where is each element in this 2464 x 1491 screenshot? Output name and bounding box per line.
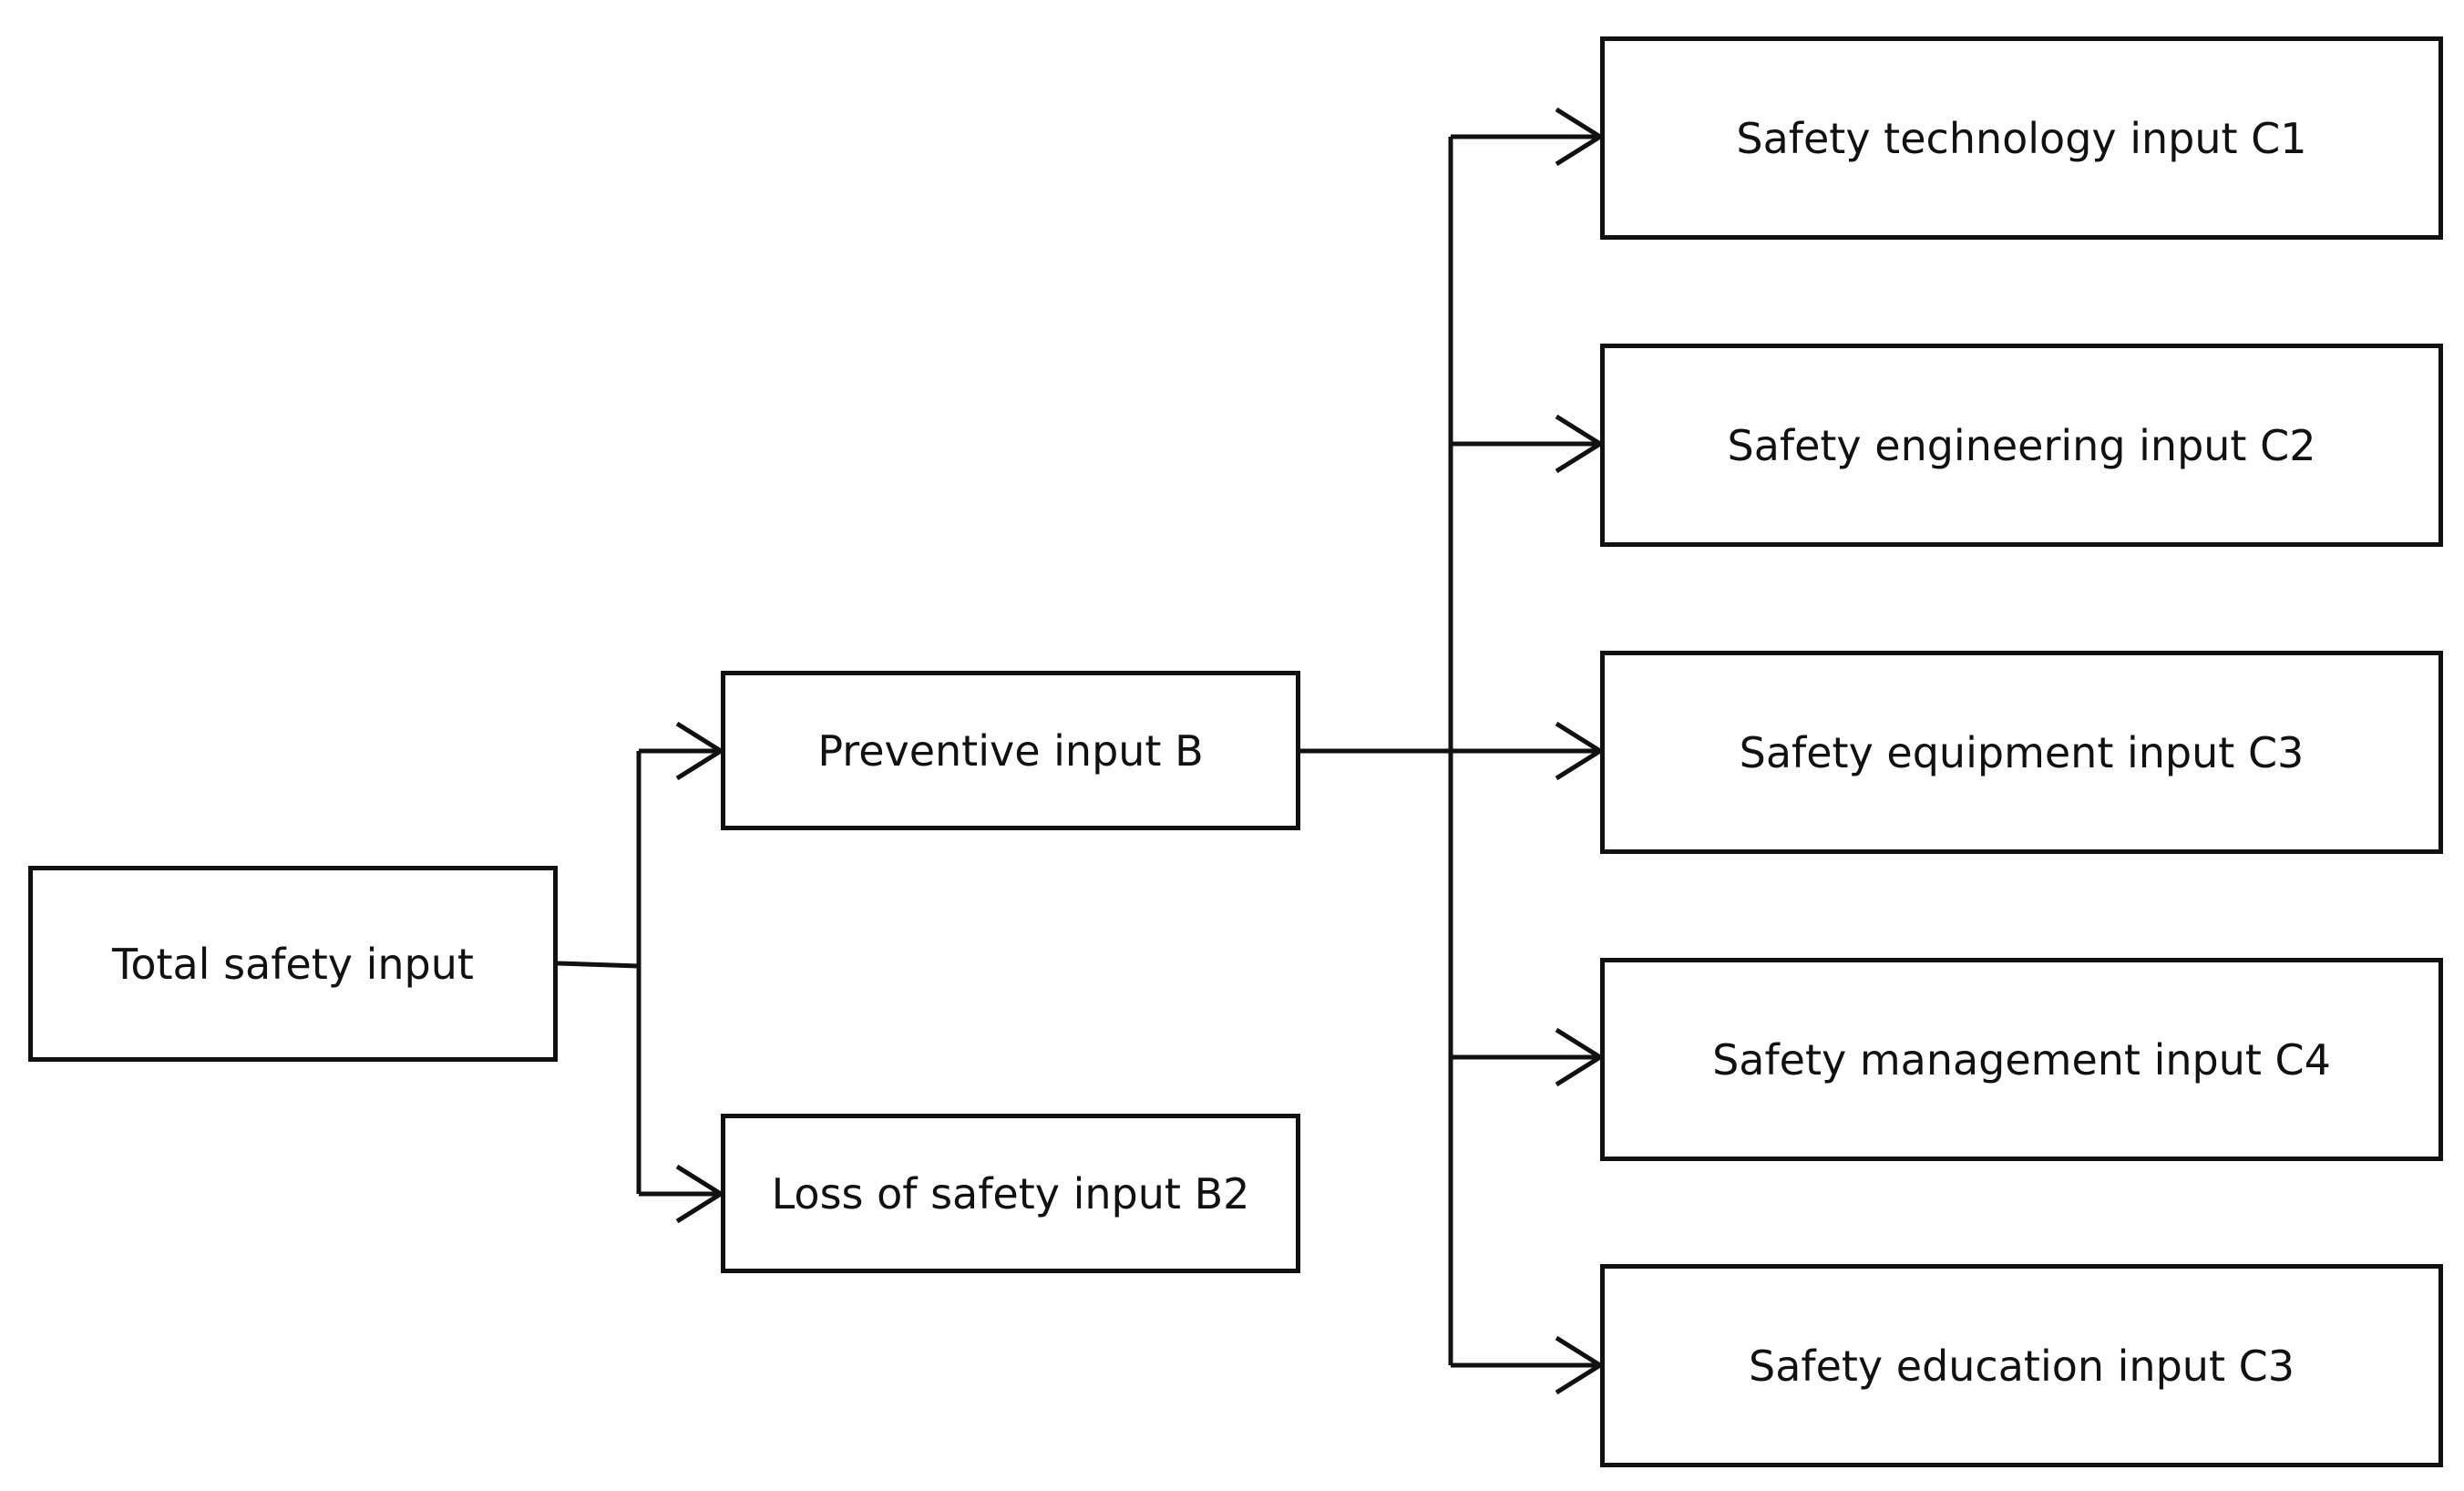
node-preventive-input: Preventive input B [721,671,1300,830]
node-label: Safety management input C4 [1712,1034,2331,1085]
node-label: Total safety input [112,939,474,989]
node-safety-equipment-input: Safety equipment input C3 [1600,651,2443,854]
node-total-safety-input: Total safety input [28,866,558,1062]
node-label: Safety equipment input C3 [1739,727,2305,777]
node-label: Safety technology input C1 [1736,113,2307,163]
node-safety-engineering-input: Safety engineering input C2 [1600,344,2443,547]
node-loss-of-safety-input: Loss of safety input B2 [721,1114,1300,1273]
connector-root-trunk [557,961,640,969]
node-label: Loss of safety input B2 [771,1168,1250,1219]
node-safety-technology-input: Safety technology input C1 [1600,36,2443,240]
node-safety-management-input: Safety management input C4 [1600,958,2443,1161]
node-label: Safety education input C3 [1749,1341,2295,1391]
node-label: Preventive input B [817,725,1204,776]
node-safety-education-input: Safety education input C3 [1600,1264,2443,1467]
node-label: Safety engineering input C2 [1727,420,2316,470]
